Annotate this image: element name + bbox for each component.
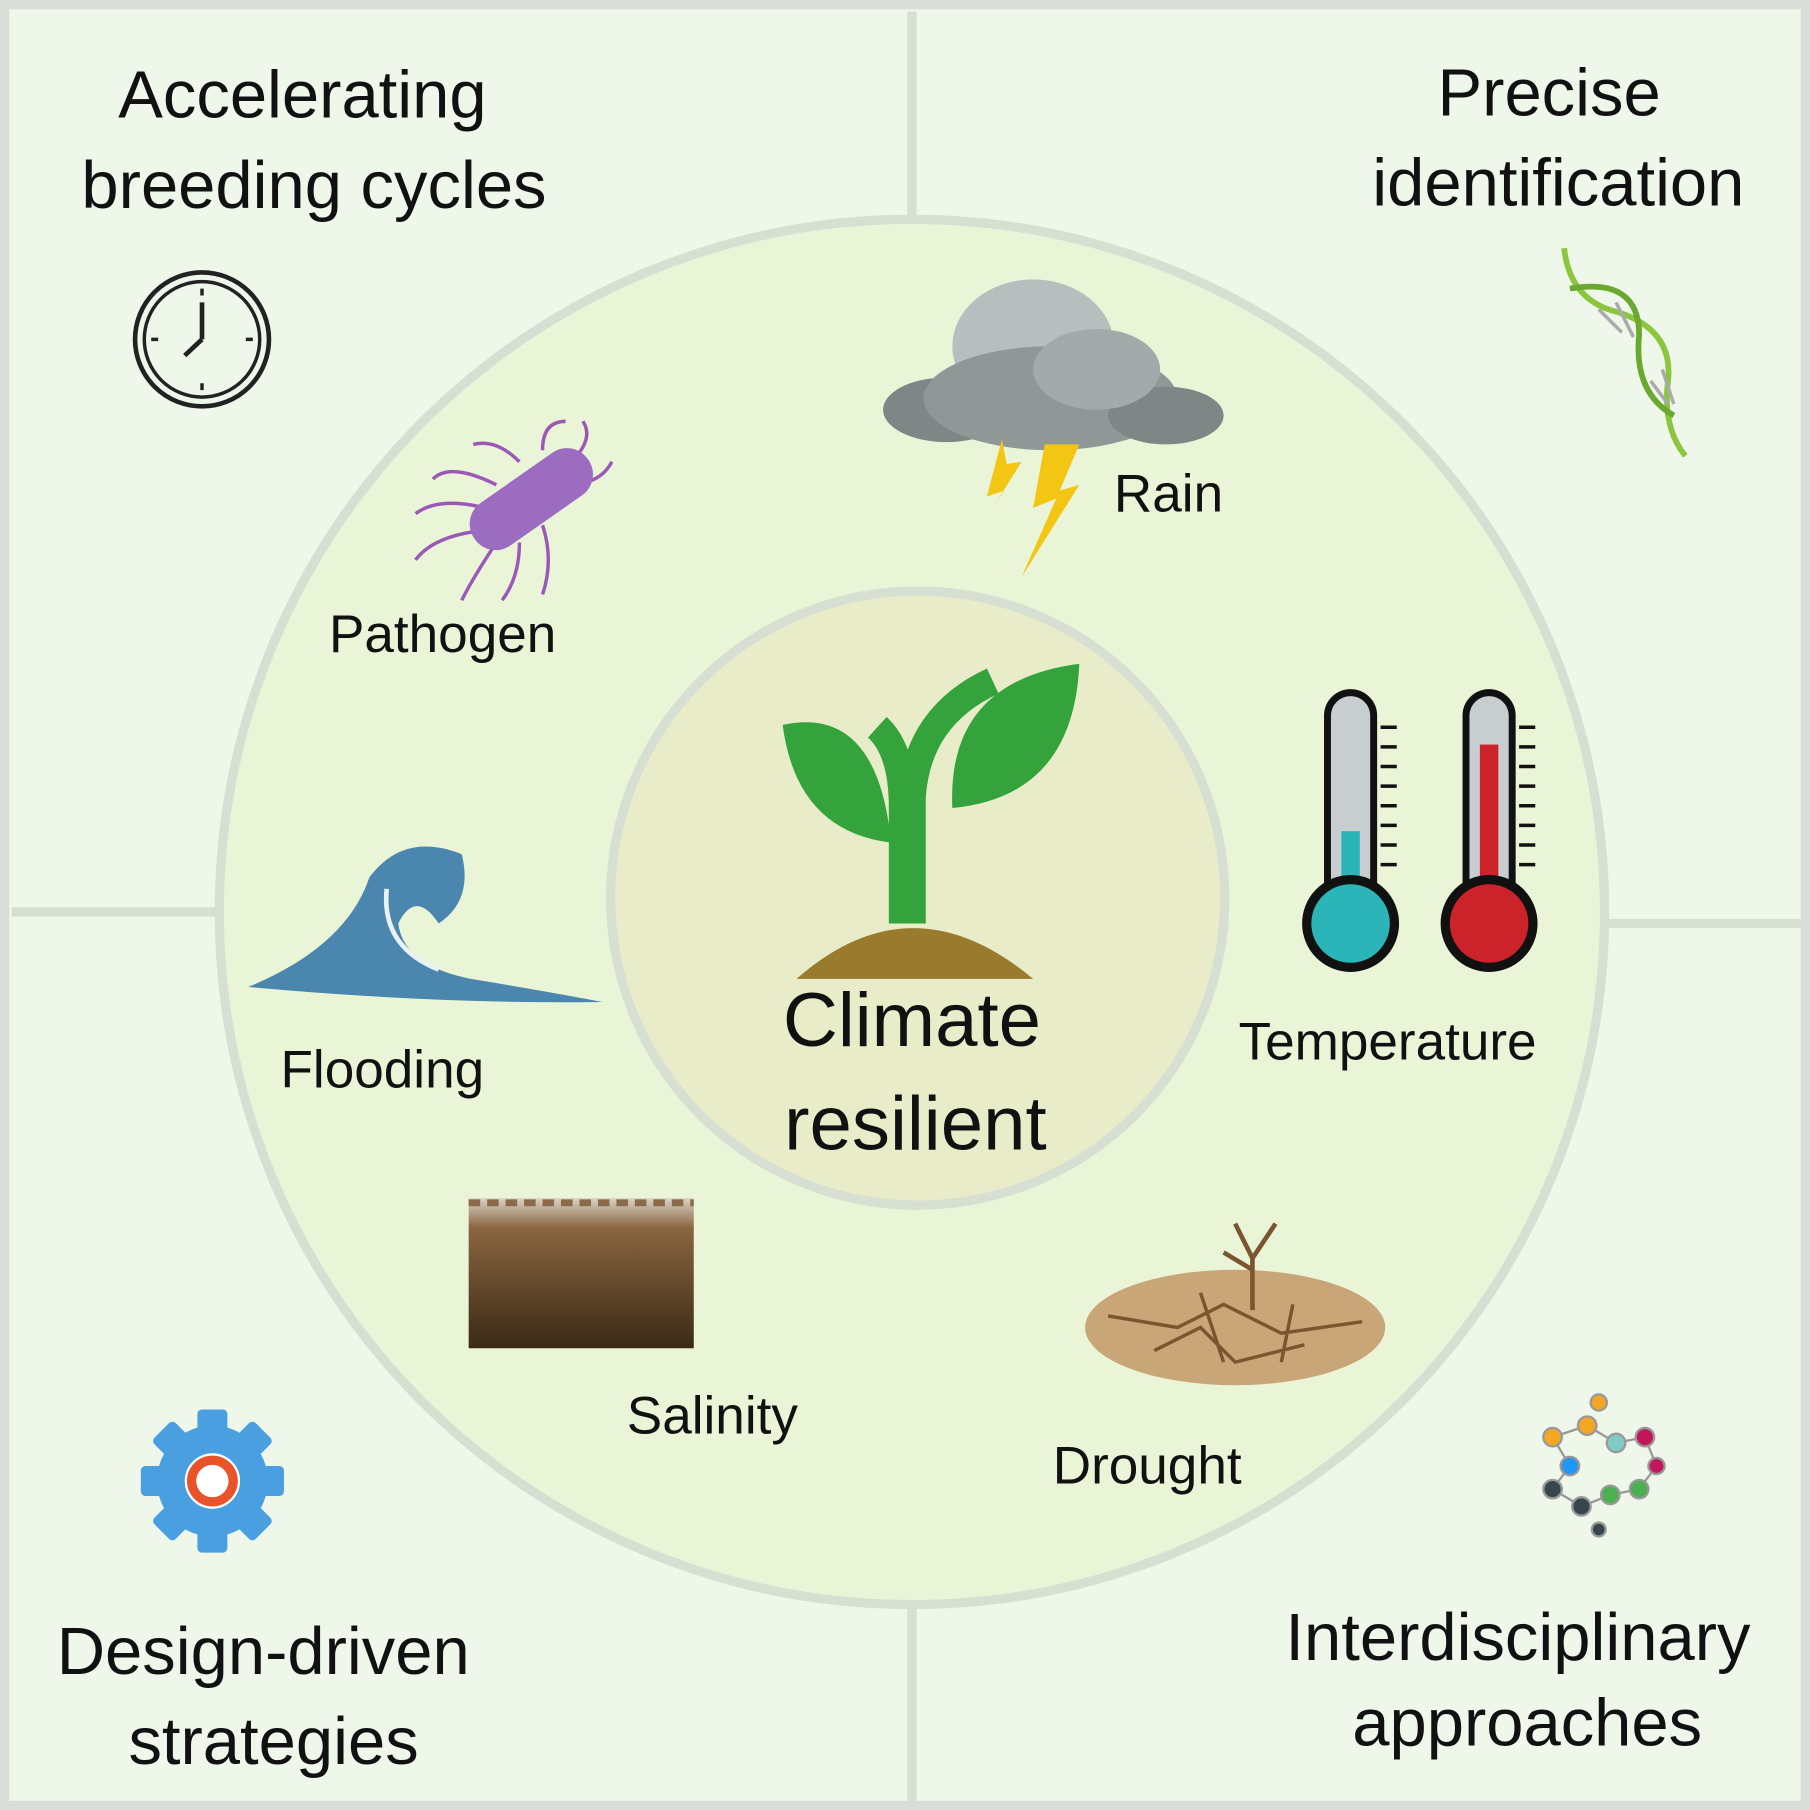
soil-icon	[468, 1198, 694, 1349]
corner-bottom-left-line2: strategies	[128, 1704, 418, 1779]
corner-bottom-right-line2: approaches	[1352, 1685, 1702, 1760]
temperature-label: Temperature	[1239, 1013, 1537, 1072]
seedling-icon	[782, 663, 1080, 979]
center-title-line2: resilient	[784, 1082, 1046, 1167]
rain-label: Rain	[1114, 464, 1223, 523]
corner-bottom-right-line1: Interdisciplinary	[1285, 1600, 1751, 1675]
corner-top-left-line1: Accelerating	[118, 58, 486, 133]
gear-icon	[140, 1409, 284, 1553]
thermometer-cold-icon	[1302, 689, 1400, 972]
storm-cloud-icon	[883, 279, 1224, 578]
center-title-line1: Climate	[783, 978, 1041, 1063]
thermometer-hot-icon	[1440, 689, 1538, 972]
drought-icon	[1085, 1222, 1386, 1386]
pathogen-label: Pathogen	[329, 605, 556, 664]
clock-icon	[132, 270, 272, 409]
drought-label: Drought	[1053, 1436, 1242, 1495]
corner-bottom-left-line1: Design-driven	[57, 1614, 470, 1689]
pathogen-icon	[414, 419, 614, 602]
corner-top-left-line2: breeding cycles	[81, 148, 546, 223]
corner-top-right-line1: Precise	[1438, 55, 1661, 130]
corner-top-right-line2: identification	[1372, 145, 1744, 220]
network-icon	[1542, 1393, 1666, 1538]
flooding-label: Flooding	[281, 1040, 485, 1099]
salinity-label: Salinity	[627, 1387, 799, 1446]
dna-icon	[1561, 247, 1688, 458]
wave-icon	[248, 846, 603, 1003]
